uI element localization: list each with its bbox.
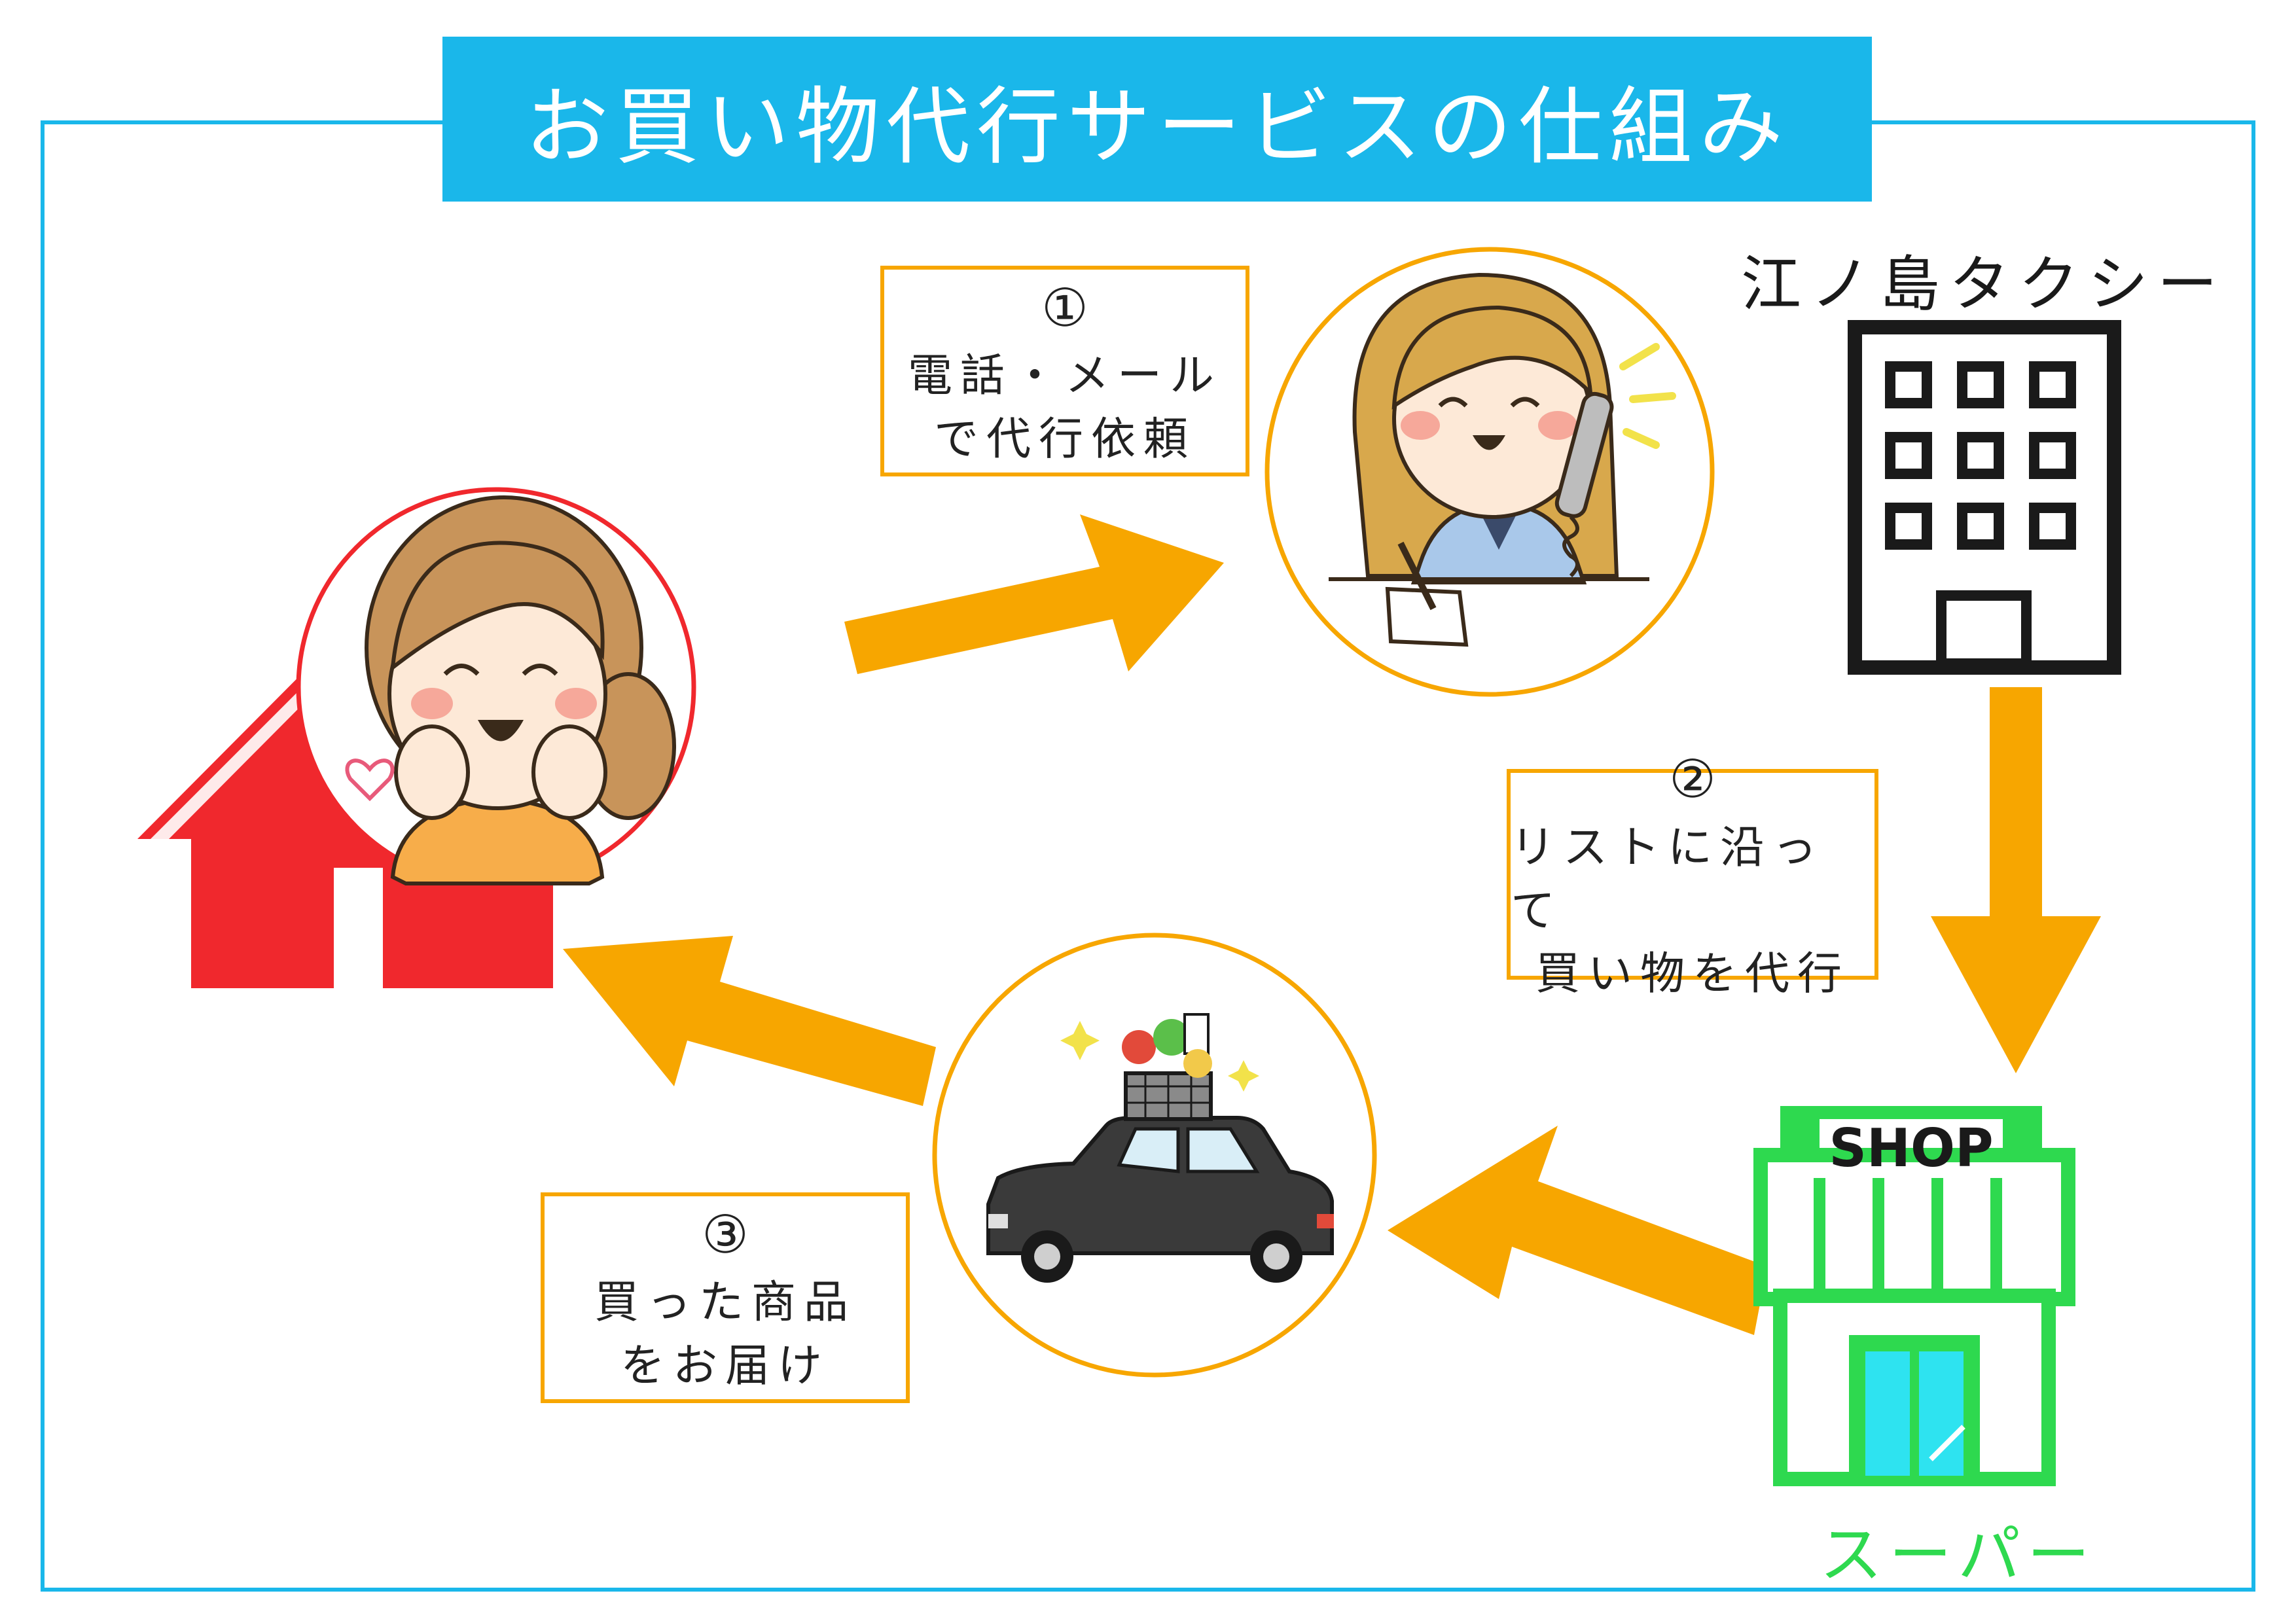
step-3-line-2: をお届け xyxy=(620,1340,830,1392)
shop-icon xyxy=(1753,1106,2075,1486)
office-building-icon xyxy=(1848,320,2121,675)
page-title: お買い物代行サービスの仕組み xyxy=(442,37,1872,202)
customer-woman-icon xyxy=(296,487,696,887)
taxi-icon xyxy=(932,933,1377,1378)
shop-sign-text: SHOP xyxy=(1829,1118,1993,1179)
step-1-line-2: で代行依頼 xyxy=(933,413,1196,465)
operator-woman-icon xyxy=(1265,247,1715,697)
step-2-line-2: 買い物を代行 xyxy=(1535,948,1850,1001)
supermarket-label: スーパー xyxy=(1820,1518,2097,1592)
step-2-number: ② xyxy=(1669,749,1716,810)
arrow-shop-to-taxi xyxy=(1388,1126,1767,1335)
arrow-office-to-shop xyxy=(1931,687,2101,1073)
step-1-box: ① 電話・メール で代行依頼 xyxy=(880,266,1249,476)
step-1-number: ① xyxy=(1041,277,1088,338)
step-2-line-1: リストに沿って xyxy=(1511,821,1825,937)
company-name-label: 江ノ島タクシー xyxy=(1741,249,2227,319)
step-3-box: ③ 買った商品 をお届け xyxy=(541,1192,910,1403)
step-2-box: ② リストに沿って 買い物を代行 xyxy=(1507,749,1878,1000)
step-3-number: ③ xyxy=(702,1204,749,1265)
arrow-taxi-to-home xyxy=(563,936,936,1106)
step-1-line-1: 電話・メール xyxy=(907,350,1222,402)
step-3-line-1: 買った商品 xyxy=(594,1277,856,1329)
arrow-customer-to-operator xyxy=(844,514,1224,674)
heart-icon xyxy=(345,758,395,802)
shopping-cart-icon xyxy=(1060,1013,1259,1121)
